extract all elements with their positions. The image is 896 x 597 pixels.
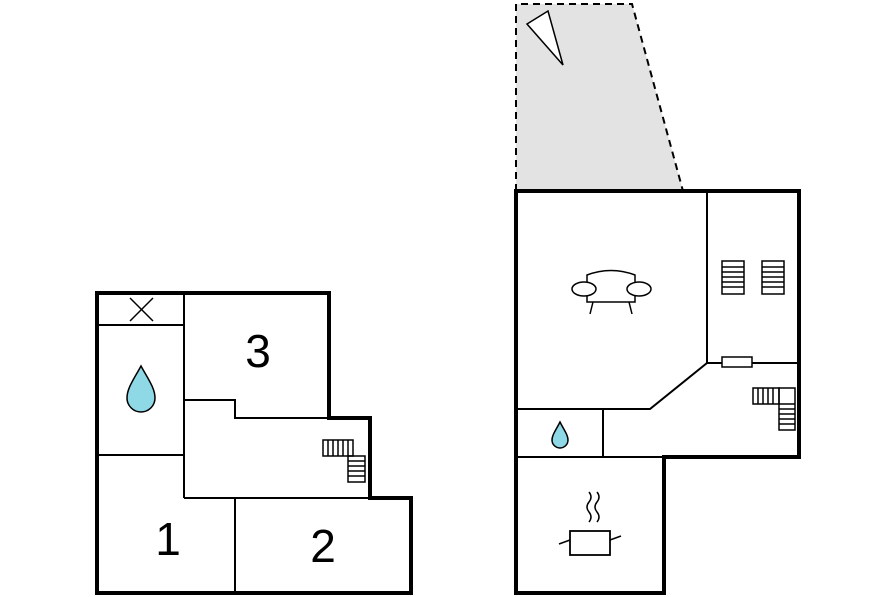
upper-floor-inner-walls	[516, 191, 799, 458]
window-marker	[721, 356, 753, 368]
stairs-icon	[322, 439, 366, 483]
room-number-2: 2	[310, 520, 336, 572]
beds-icon	[721, 260, 785, 295]
cross-icon	[129, 297, 154, 322]
water-drop-icon	[551, 420, 569, 449]
upper-floor-outer-wall	[514, 189, 801, 595]
upper-floor-plan	[514, 3, 801, 595]
north-arrow-icon	[525, 9, 564, 66]
water-drop-icon	[126, 364, 156, 413]
cooking-pot-icon	[558, 491, 622, 556]
stairs-icon	[752, 387, 796, 431]
room-number-1: 1	[155, 513, 181, 565]
sofa-icon	[571, 269, 652, 315]
ground-floor-plan: 1 2 3	[95, 291, 413, 595]
ground-floor-inner-walls	[97, 293, 370, 593]
room-number-3: 3	[245, 325, 271, 377]
